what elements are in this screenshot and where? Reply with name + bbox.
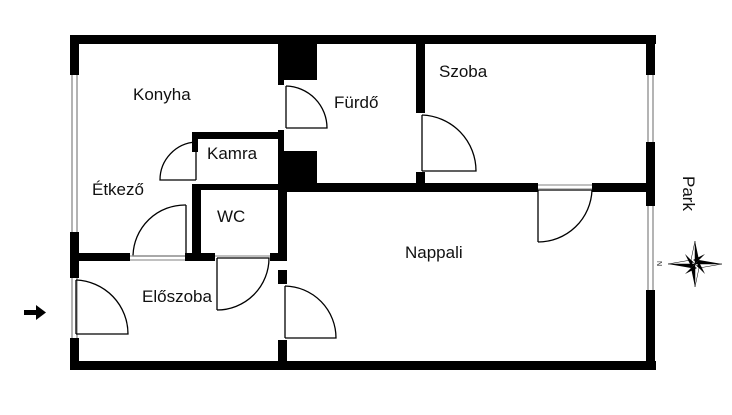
wall-center-vertical-lower [278,270,287,284]
wall-horizontal-szoba-living [592,183,655,192]
wall-right-mid [646,142,655,206]
wall-bottom [70,361,656,370]
room-label-nappali: Nappali [405,243,463,262]
door-living-hall [284,285,337,339]
wall-kamra-bottom [192,184,284,190]
compass-north-letter: N [655,261,662,266]
shaft-mid [283,151,317,189]
door-entrance [75,279,129,335]
wall-bath-szoba-upper [416,35,425,113]
room-label-eloszoba: Előszoba [142,287,212,306]
wall-center-vertical-bottom [278,340,287,370]
wall-center-vertical-upper [278,183,287,253]
wall-kitchen-bath-lower [278,130,284,190]
interior-walls [70,35,655,370]
wall-horizontal-bath-living [283,183,538,192]
room-label-etkezo: Étkező [92,180,144,199]
doors [75,85,593,339]
room-label-szoba: Szoba [439,62,488,81]
door-szoba [421,114,477,172]
windows [71,75,654,338]
shaft-top [283,44,317,80]
wall-kitchen-bath-upper [278,35,284,85]
window-right-nappali [647,206,654,290]
wall-hall-top-right [270,253,287,261]
wall-kamra-top [192,132,284,139]
wall-hall-top-mid [185,253,215,261]
window-right-szoba [647,75,654,142]
room-label-kamra: Kamra [207,144,258,163]
compass-rose-icon [667,240,723,288]
wall-wc-left [192,184,201,256]
wall-left-upper [70,35,79,75]
door-kamra [159,141,197,181]
window-left-kitchen [71,75,78,232]
park-label: Park [679,176,698,211]
wall-left-lower [70,338,79,370]
wall-hall-top-left [70,253,130,261]
wall-top [70,35,656,44]
wall-right-upper [646,35,655,75]
room-label-furdo: Fürdő [334,93,378,112]
door-bathroom [285,85,328,129]
wall-right-lower [646,290,655,370]
door-hall-kitchen [216,257,270,311]
wall-bath-szoba-lower [416,172,425,190]
door-living-top [537,189,593,243]
entrance-arrow-icon [24,305,46,320]
room-label-konyha: Konyha [133,85,191,104]
window-left-entrance [71,278,78,338]
door-wc [132,204,187,257]
room-label-wc: WC [217,207,245,226]
door-frames [130,184,592,261]
